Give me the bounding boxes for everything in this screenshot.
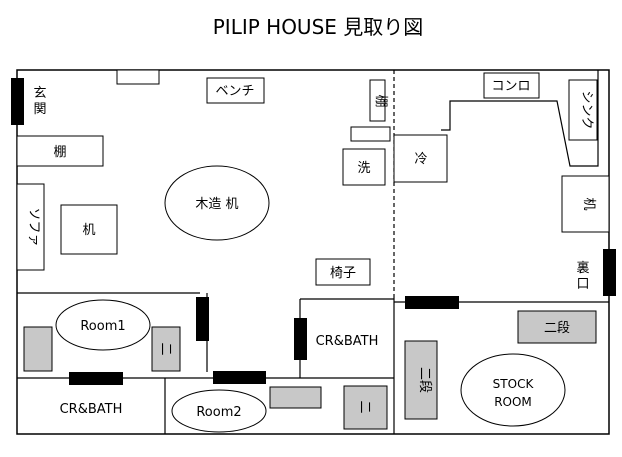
label-stock-room-lines: STOCK ROOM xyxy=(493,377,535,409)
label-desk-right: 机 xyxy=(581,197,596,210)
desk-left xyxy=(60,204,118,255)
chair xyxy=(315,258,371,286)
label-wash: 洗 xyxy=(357,161,370,176)
label-shelf-left: 棚 xyxy=(53,145,66,160)
label-stock-room-line: STOCK xyxy=(493,377,535,391)
stove xyxy=(483,72,540,99)
label-back-door-char: 裏 xyxy=(576,261,589,276)
plan-title: PILIP HOUSE 見取り図 xyxy=(213,15,424,39)
room1-bunk xyxy=(151,326,181,372)
fridge xyxy=(393,134,448,183)
stock-bunk-top xyxy=(517,310,597,344)
window-top xyxy=(116,69,160,85)
label-room1-bunk: 二 xyxy=(158,342,173,355)
label-cr-bath-left: CR&BATH xyxy=(60,402,123,417)
label-fridge: 冷 xyxy=(414,152,427,167)
label-wooden-desk: 木造 机 xyxy=(195,197,238,212)
label-entrance-char: 玄 xyxy=(33,86,46,101)
door-entrance xyxy=(11,78,24,125)
room2-ellipse xyxy=(171,389,267,433)
stock-bunk-side xyxy=(404,340,438,420)
kitchen-counter xyxy=(441,70,599,167)
label-room2: Room2 xyxy=(196,405,241,420)
door-stock xyxy=(405,296,459,309)
room1-ellipse xyxy=(55,299,151,351)
label-two-tier-top: 二段 xyxy=(544,321,570,336)
bench xyxy=(206,77,265,104)
wash xyxy=(342,148,386,186)
label-back-door-char: 口 xyxy=(576,277,589,292)
label-cr-bath-right: CR&BATH xyxy=(316,334,379,349)
label-back-door-lines: 裏口 xyxy=(576,261,589,292)
label-desk-left: 机 xyxy=(82,223,95,238)
room2-bunk xyxy=(343,385,388,430)
wooden-desk xyxy=(164,165,270,241)
door-room1 xyxy=(196,297,209,341)
label-two-tier-side: 二段 xyxy=(417,367,432,393)
sink xyxy=(568,79,598,141)
label-sofa: ソファ xyxy=(26,207,41,246)
stock-room-ellipse xyxy=(460,353,566,427)
label-shelf-right: 棚 xyxy=(373,94,388,107)
shelf-right xyxy=(369,79,386,122)
label-sink: シンク xyxy=(579,90,594,129)
label-chair: 椅子 xyxy=(330,266,356,281)
door-back xyxy=(603,249,616,296)
door-crbath-right xyxy=(294,318,307,360)
label-room1: Room1 xyxy=(80,319,125,334)
label-bench: ベンチ xyxy=(215,84,254,99)
washer-top xyxy=(350,126,391,142)
door-room2 xyxy=(213,371,266,384)
label-room2-bunk: 二 xyxy=(357,400,372,413)
desk-right xyxy=(561,175,610,233)
sofa xyxy=(16,183,45,271)
room1-bed xyxy=(23,326,53,372)
shelf-left xyxy=(16,135,104,167)
door-crbath-left xyxy=(69,372,123,385)
label-entrance-lines: 玄関 xyxy=(33,86,46,117)
label-stock-room-line: ROOM xyxy=(494,395,532,409)
label-stove: コンロ xyxy=(491,79,530,94)
label-entrance-char: 関 xyxy=(33,102,46,117)
room2-bed xyxy=(269,386,322,409)
